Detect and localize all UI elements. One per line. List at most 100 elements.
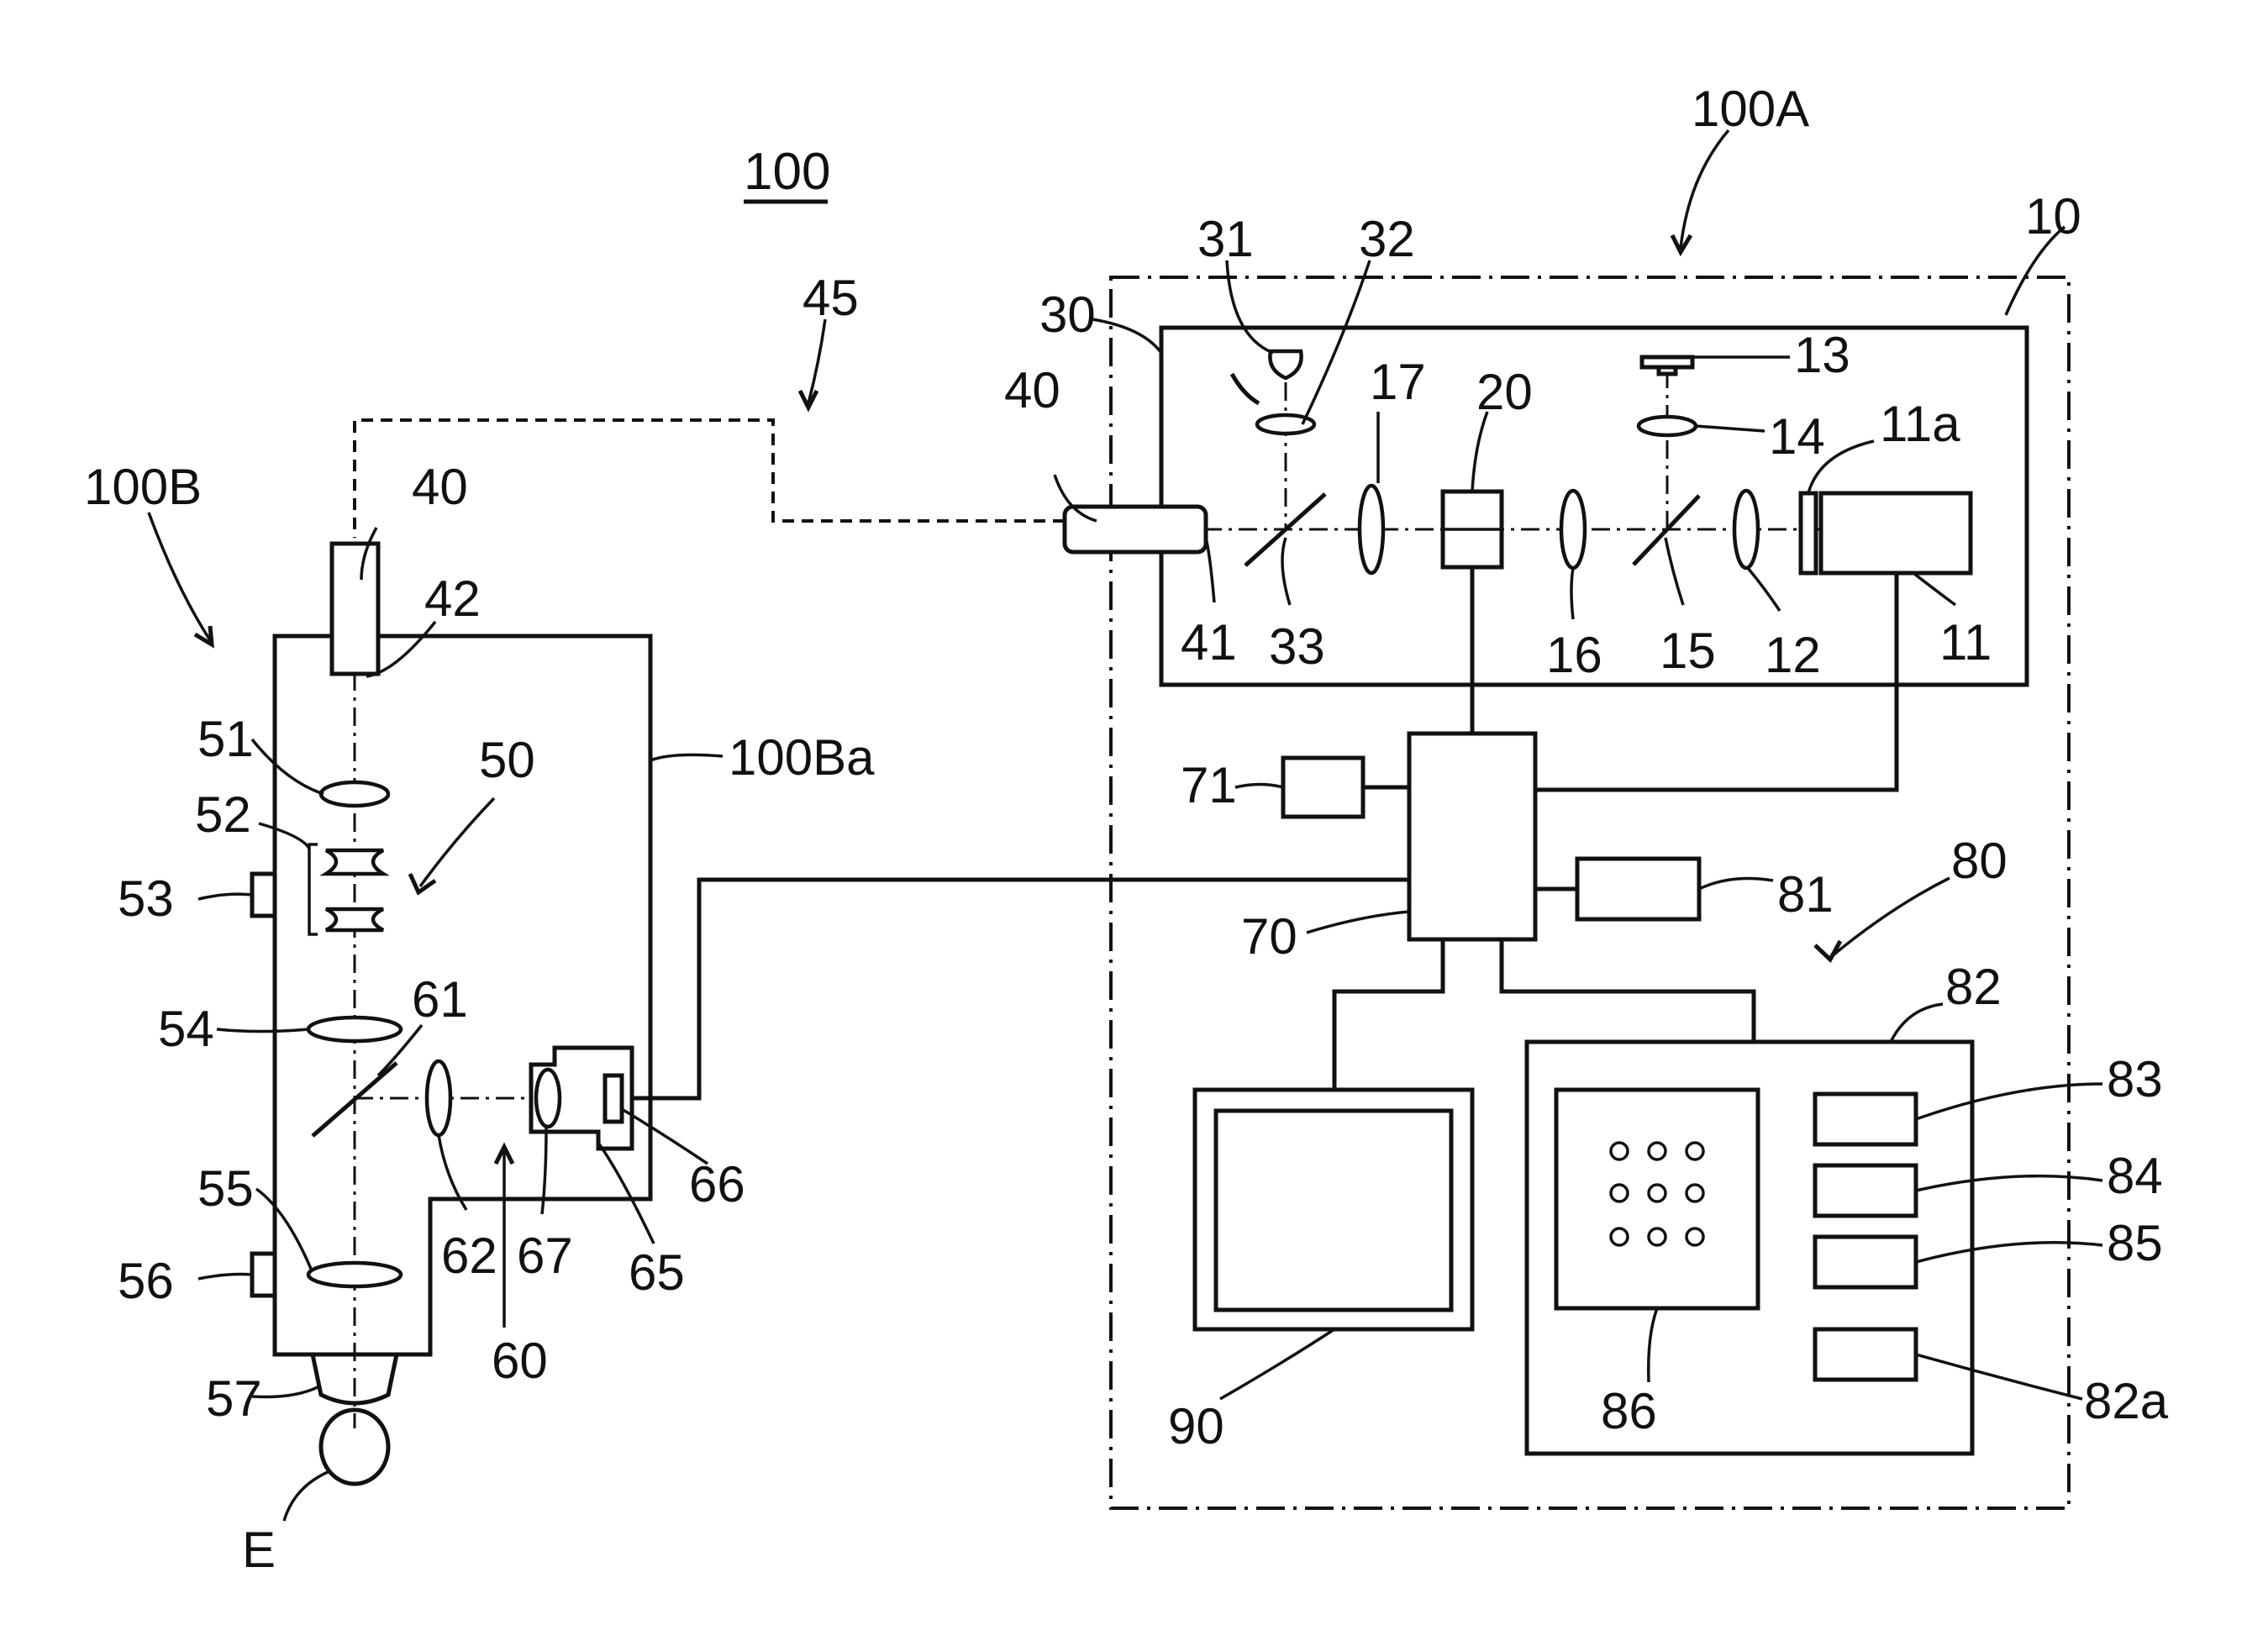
label-71: 71 (1181, 757, 1237, 813)
label-50: 50 (479, 732, 535, 788)
label-61: 61 (412, 971, 468, 1028)
lens-12 (1734, 491, 1758, 568)
label-20: 20 (1476, 364, 1533, 420)
lens-17 (1360, 486, 1383, 573)
wire-controller-panel (1502, 939, 1754, 1042)
lens-55 (308, 1263, 401, 1286)
system-100A (1065, 277, 2069, 1508)
label-60: 60 (492, 1333, 548, 1389)
label-82: 82 (1945, 959, 2002, 1015)
leader-65 (598, 1143, 654, 1244)
controller-70 (1409, 734, 1535, 939)
leader-31 (1227, 260, 1273, 353)
label-55: 55 (197, 1160, 254, 1217)
camera-lens-67 (536, 1070, 560, 1127)
label-85: 85 (2107, 1215, 2163, 1271)
leader-15 (1665, 538, 1683, 605)
label-100B: 100B (84, 459, 202, 515)
leader-70 (1307, 912, 1409, 933)
fiber-40-connector (1065, 507, 1206, 552)
leader-100A (1681, 130, 1729, 248)
arrow-80 (1815, 941, 1840, 960)
leader-E (284, 1472, 328, 1521)
label-30: 30 (1039, 287, 1096, 343)
label-40-a: 40 (1004, 362, 1060, 418)
wire-controller-monitor (1334, 939, 1443, 1090)
observation-light-31 (1270, 351, 1301, 378)
leader-81 (1699, 879, 1773, 889)
leader-100Ba (650, 755, 723, 760)
leader-20 (1472, 412, 1487, 492)
keypad-86 (1556, 1090, 1758, 1308)
label-10: 10 (2025, 188, 2081, 245)
lens-51 (321, 782, 388, 806)
lens-52-bracket (309, 844, 318, 934)
leader-52 (259, 823, 309, 849)
sensor-66 (605, 1075, 622, 1122)
label-84: 84 (2107, 1148, 2163, 1204)
leader-54 (217, 1029, 308, 1032)
label-100A: 100A (1692, 81, 1809, 137)
lens-62 (427, 1061, 450, 1135)
leader-71 (1235, 785, 1283, 788)
label-40-b: 40 (412, 459, 468, 515)
lens-54 (308, 1018, 401, 1041)
leader-41 (1206, 538, 1214, 602)
label-90: 90 (1168, 1398, 1224, 1454)
label-56: 56 (118, 1253, 174, 1309)
button-82a[interactable] (1815, 1329, 1916, 1380)
lens-52-upper (326, 850, 383, 874)
block-71 (1283, 758, 1363, 817)
leader-100B (149, 513, 210, 640)
leader-53 (198, 894, 252, 899)
leader-50 (420, 798, 494, 886)
label-31: 31 (1197, 211, 1254, 267)
label-17: 17 (1370, 354, 1426, 410)
leader-51 (252, 739, 324, 794)
button-83[interactable] (1815, 1094, 1916, 1144)
lens-52-lower (326, 909, 383, 930)
label-13: 13 (1794, 327, 1850, 383)
fiber-40-top (332, 544, 378, 674)
leader-16 (1571, 568, 1573, 619)
label-12: 12 (1765, 627, 1821, 683)
laser-source-11 (1821, 493, 1971, 573)
button-84[interactable] (1815, 1165, 1916, 1216)
label-14: 14 (1769, 408, 1825, 465)
label-70: 70 (1241, 908, 1297, 965)
lens-16 (1561, 491, 1585, 568)
label-32: 32 (1359, 211, 1415, 267)
knob-53[interactable] (252, 874, 275, 916)
leader-30-arrow (1232, 374, 1259, 403)
label-41: 41 (1181, 614, 1237, 670)
label-52: 52 (195, 786, 251, 843)
label-33: 33 (1269, 618, 1325, 675)
label-86: 86 (1601, 1383, 1657, 1439)
label-67: 67 (517, 1228, 573, 1284)
label-11a: 11a (1880, 396, 1960, 452)
leader-14 (1696, 426, 1765, 431)
label-45: 45 (802, 270, 859, 326)
label-16: 16 (1546, 627, 1602, 683)
monitor-90-screen (1216, 1111, 1451, 1310)
label-51: 51 (197, 711, 254, 767)
label-15: 15 (1660, 623, 1716, 679)
label-80: 80 (1951, 833, 2008, 889)
label-65: 65 (629, 1244, 685, 1301)
label-53: 53 (118, 870, 174, 927)
leader-30 (1092, 319, 1161, 353)
leader-82 (1891, 1004, 1943, 1042)
button-85[interactable] (1815, 1237, 1916, 1287)
label-82a: 82a (2084, 1373, 2169, 1429)
knob-56[interactable] (252, 1254, 275, 1296)
leader-56 (198, 1275, 252, 1279)
label-54: 54 (158, 1001, 214, 1057)
label-100Ba: 100Ba (729, 729, 875, 786)
label-11: 11 (1939, 614, 1992, 670)
label-81: 81 (1777, 866, 1834, 923)
leader-90 (1220, 1329, 1334, 1399)
leader-32 (1302, 260, 1370, 424)
block-81 (1577, 859, 1699, 919)
aiming-light-13-stem (1659, 367, 1676, 374)
